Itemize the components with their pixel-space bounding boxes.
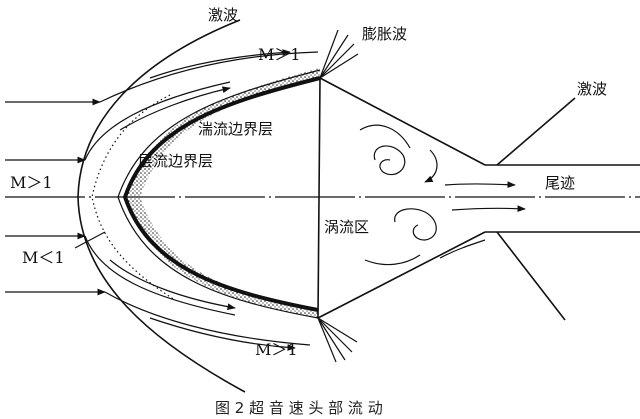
body-base-line	[317, 77, 321, 319]
body-contour	[122, 76, 321, 312]
streamlines-upper	[84, 49, 319, 161]
subsonic-pointer	[74, 231, 106, 249]
streamlines-lower	[84, 235, 311, 351]
afterbody-top	[319, 77, 486, 166]
incoming-flow-arrows	[5, 98, 106, 296]
label-mach-bottom: M＞1	[255, 340, 298, 359]
recompression-shock-top	[496, 97, 576, 166]
label-mach-top: M＞1	[258, 45, 301, 64]
label-mach-left: M＞1	[10, 173, 53, 192]
label-laminar-layer: 层流边界层	[138, 152, 213, 170]
label-turbulent-layer: 湍流边界层	[198, 120, 273, 138]
figure-caption: 图 2 超 音 速 头 部 流 动	[215, 399, 383, 417]
bow-shock	[77, 19, 246, 393]
label-shock-right: 激波	[577, 80, 607, 98]
label-shock-top: 激波	[208, 6, 238, 24]
label-expansion: 膨胀波	[362, 25, 407, 43]
recompression-shock-bottom	[496, 231, 566, 321]
sonic-line	[91, 94, 176, 301]
label-vortex: 涡流区	[324, 218, 369, 236]
boundary-layer-edge	[117, 69, 321, 319]
label-wake: 尾迹	[545, 174, 575, 192]
label-mach-subsonic: M＜1	[22, 248, 65, 267]
expansion-fan-top	[319, 29, 359, 79]
expansion-fan-bottom	[317, 317, 358, 363]
afterbody-bottom	[317, 231, 486, 319]
turbulent-boundary-layer-region	[125, 68, 320, 318]
vortex-region	[359, 124, 526, 266]
